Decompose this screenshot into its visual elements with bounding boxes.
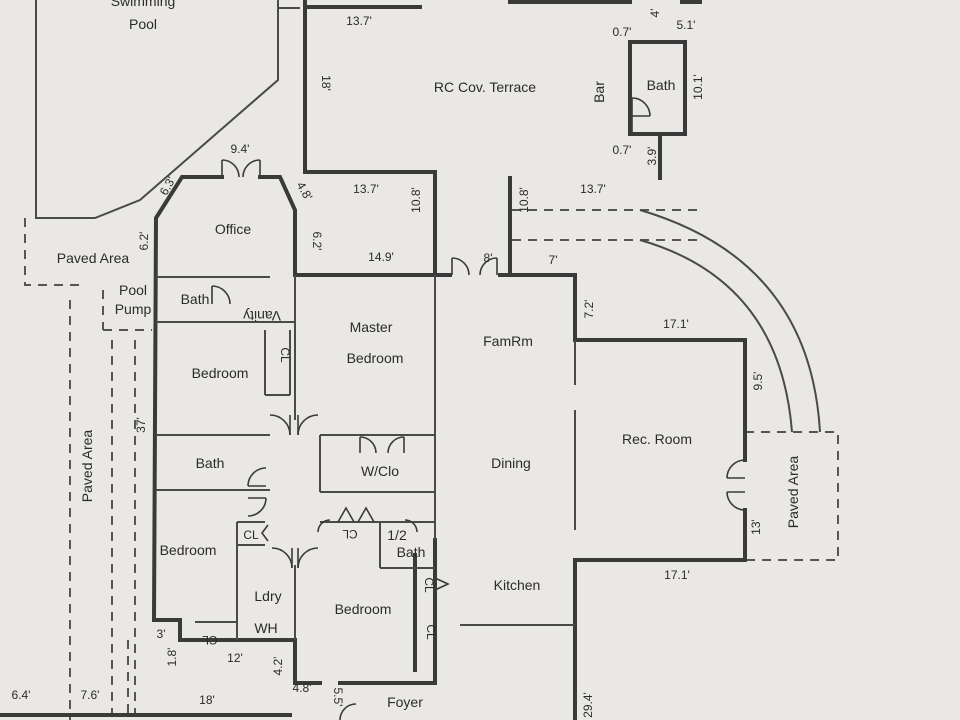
terrace-label: RC Cov. Terrace — [434, 79, 536, 95]
dim-9-4: 9.4' — [231, 142, 250, 156]
dim-8: 8' — [484, 251, 493, 265]
dim-7: 7' — [549, 253, 558, 267]
master-label-2: Bedroom — [347, 350, 404, 366]
swimming-pool — [35, 0, 300, 219]
bath-terrace-label: Bath — [647, 77, 676, 93]
bedroom-front-label: Bedroom — [335, 601, 392, 617]
dim-10-8-a: 10.8' — [409, 187, 423, 213]
dim-12: 12' — [227, 651, 243, 665]
dim-37: 37' — [134, 417, 148, 433]
hall-doors — [247, 414, 418, 569]
dim-6-2-b: 6.2' — [310, 232, 324, 251]
office-double-door — [221, 159, 261, 178]
dim-4-8-b: 4.8' — [293, 681, 312, 695]
half-bath-label-2: Bath — [397, 544, 426, 560]
dim-0-7-b: 0.7' — [613, 143, 632, 157]
closet-label-6: CL — [202, 633, 218, 647]
dim-7-2: 7.2' — [582, 300, 596, 319]
dim-5-1: 5.1' — [677, 18, 696, 32]
dim-0-7-a: 0.7' — [613, 25, 632, 39]
laundry-label: Ldry — [254, 588, 281, 604]
dim-3-9: 3.9' — [645, 147, 659, 166]
dim-4-2: 4.2' — [271, 657, 285, 676]
bath-terrace-door — [631, 97, 651, 134]
terrace-double-door — [451, 257, 498, 276]
dim-6-2-a: 6.2' — [137, 232, 151, 251]
famrm-label: FamRm — [483, 333, 533, 349]
wh-label: WH — [254, 620, 277, 636]
bedroom-bottom-label: Bedroom — [160, 542, 217, 558]
foyer-label: Foyer — [387, 694, 423, 710]
paved-area-lines — [24, 209, 839, 720]
wclo-label: W/Clo — [361, 463, 399, 479]
walls — [0, 0, 747, 720]
rec-room-label: Rec. Room — [622, 431, 692, 447]
pool-label: Pool — [129, 16, 157, 32]
dim-13-7-top: 13.7' — [346, 14, 372, 28]
dim-17-1-bottom: 17.1' — [664, 568, 690, 582]
dim-18-bottom: 18' — [199, 693, 215, 707]
paved-area-right-label: Paved Area — [785, 456, 801, 529]
dim-13-7-right: 13.7' — [580, 182, 606, 196]
dining-label: Dining — [491, 455, 531, 471]
half-bath-label-1: 1/2 — [387, 527, 407, 543]
dim-1-8: 1.8' — [165, 648, 179, 667]
swimming-label: Swimming — [111, 0, 176, 9]
pool-pump-label-1: Pool — [119, 282, 147, 298]
bath-mid-label: Bath — [196, 455, 225, 471]
rec-room-doors — [726, 459, 746, 511]
dim-5-5: 5.5' — [331, 688, 345, 707]
pool-pump-label-2: Pump — [115, 301, 152, 317]
paved-area-left-label: Paved Area — [57, 250, 130, 266]
wclo-doors — [359, 436, 405, 454]
dim-18: 18' — [319, 75, 333, 91]
bar-label: Bar — [591, 81, 607, 103]
closet-label-4: CL — [422, 577, 436, 593]
door-swings — [211, 97, 746, 720]
master-label-1: Master — [350, 319, 393, 335]
bedroom-top-label: Bedroom — [192, 365, 249, 381]
dim-6-4: 6.4' — [12, 688, 31, 702]
paved-area-vertical-label: Paved Area — [79, 430, 95, 503]
dim-7-6: 7.6' — [81, 688, 100, 702]
dim-10-8-b: 10.8' — [517, 187, 531, 213]
dim-17-1-top: 17.1' — [663, 317, 689, 331]
foyer-door — [339, 703, 357, 720]
office-bath-label: Bath — [181, 291, 210, 307]
closet-label-2: CL — [243, 528, 259, 542]
dim-13: 13' — [749, 519, 763, 535]
dim-14-9: 14.9' — [368, 250, 394, 264]
closet-label-5: CL — [424, 624, 438, 640]
dim-3: 3' — [157, 627, 166, 641]
dim-29-4: 29.4' — [581, 692, 595, 718]
closet-label-1: CL — [278, 347, 292, 363]
dim-13-7-mid: 13.7' — [353, 182, 379, 196]
closet-label-3: CL — [342, 527, 358, 541]
kitchen-label: Kitchen — [494, 577, 541, 593]
cl-bifold-doors — [261, 506, 450, 591]
office-bath-door — [211, 285, 231, 305]
dim-9-5: 9.5' — [751, 372, 765, 391]
dim-10-1: 10.1' — [691, 74, 705, 100]
vanity-label: Vanity — [243, 308, 281, 324]
dim-4: 4' — [648, 9, 662, 18]
office-label: Office — [215, 221, 252, 237]
room-labels: Swimming Pool RC Cov. Terrace Bar Bath O… — [57, 0, 801, 710]
